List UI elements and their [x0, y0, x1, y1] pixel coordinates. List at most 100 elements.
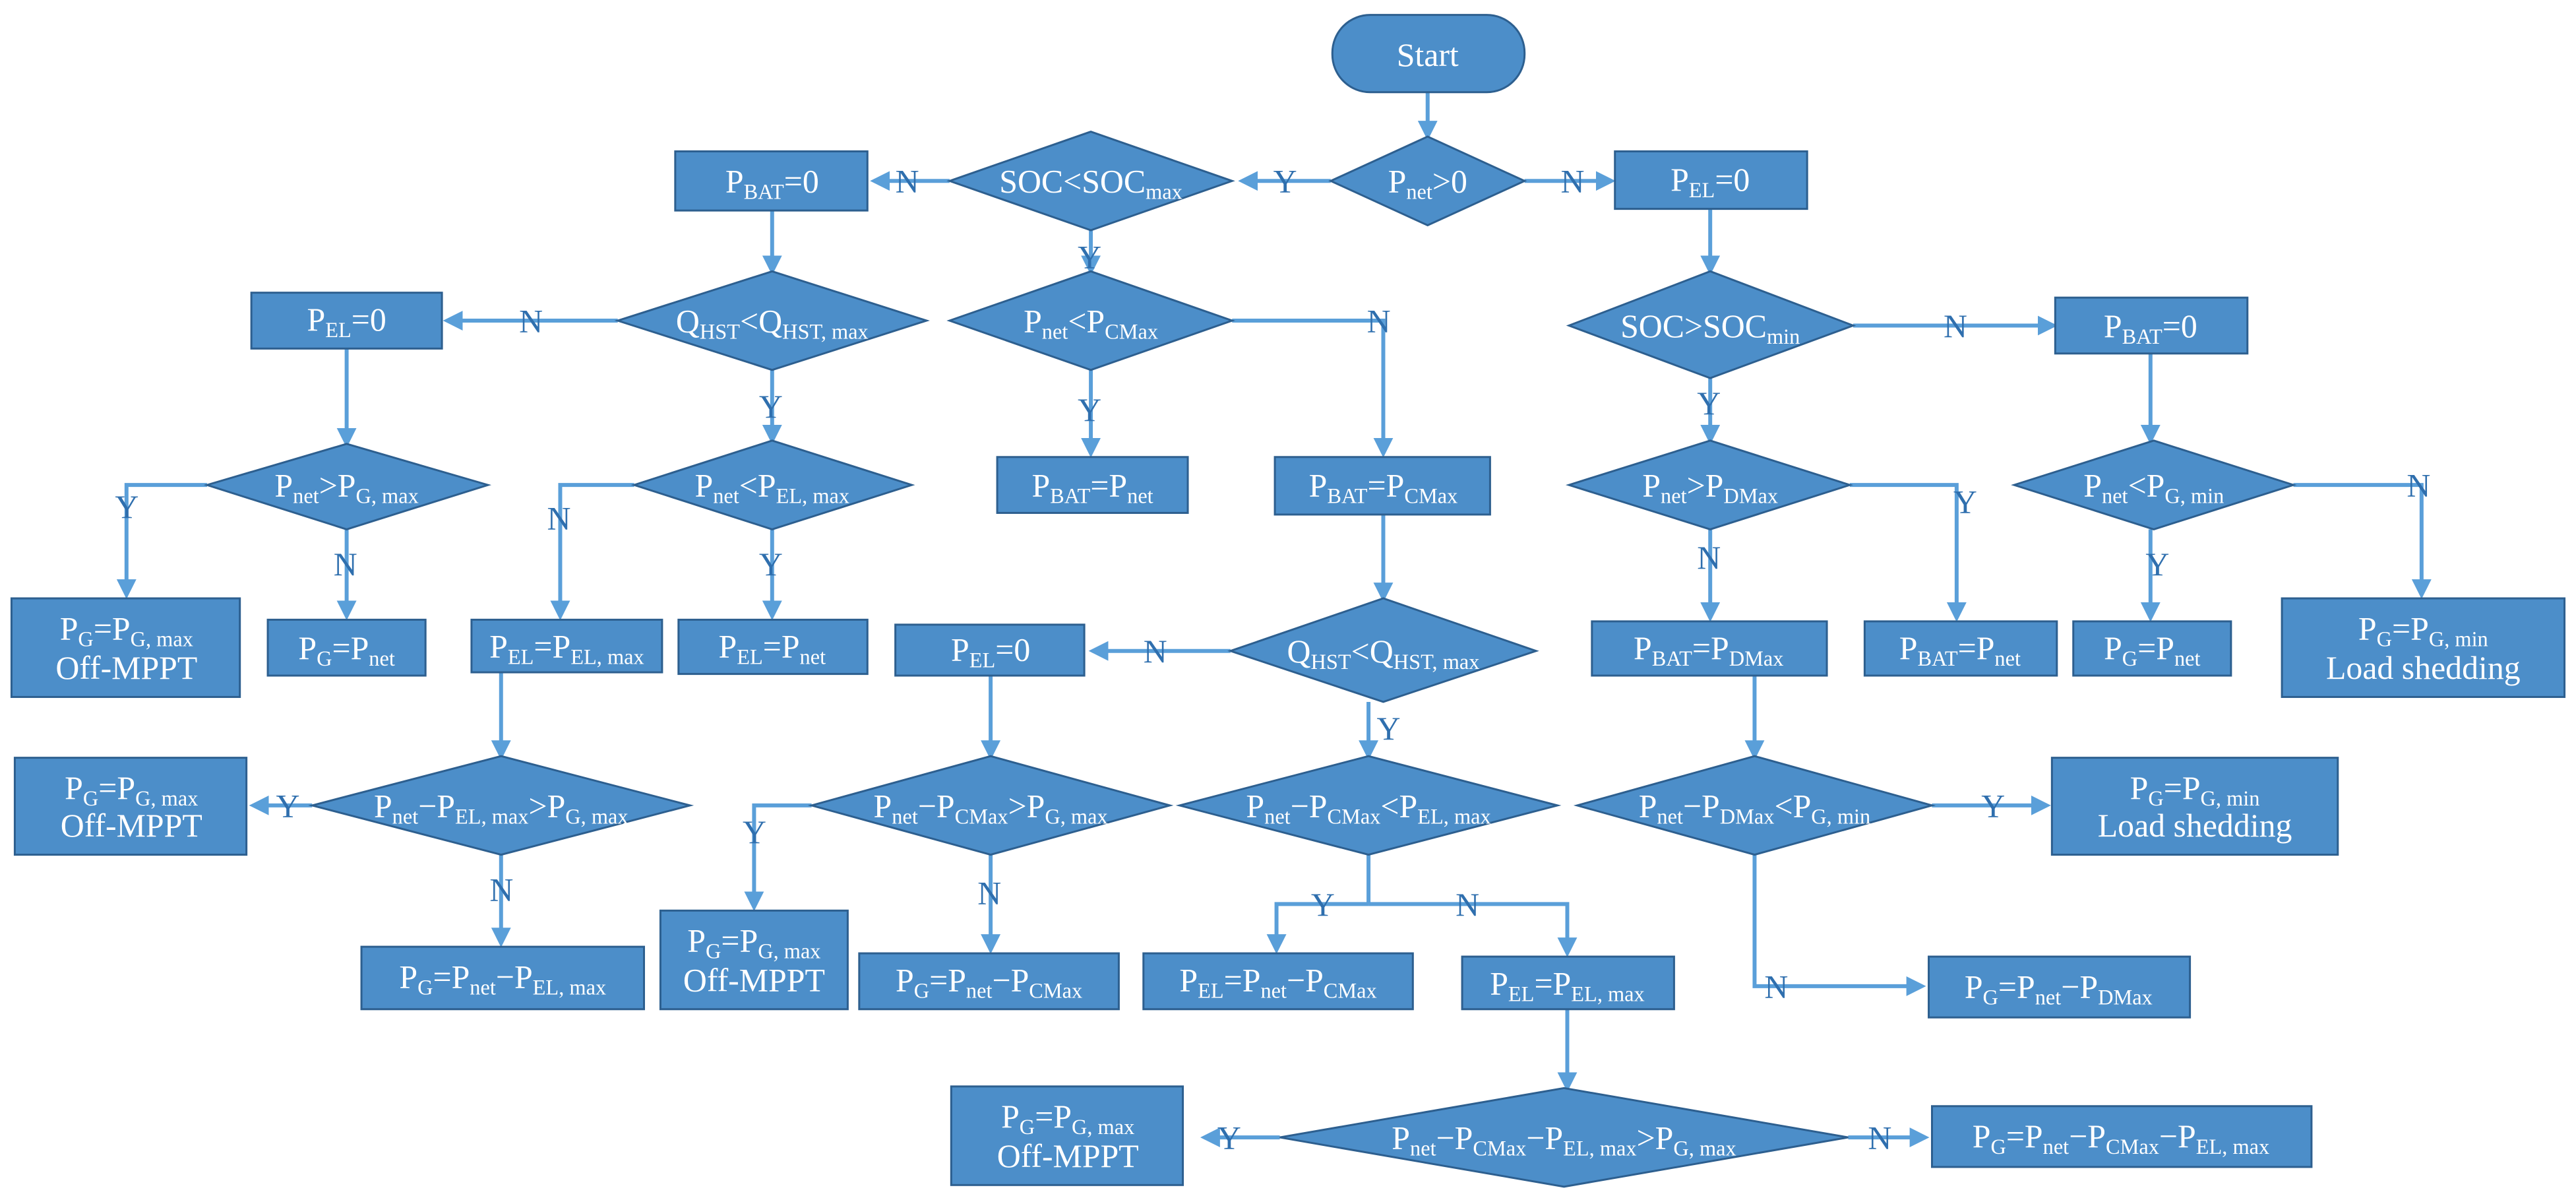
box-pel-eq-pnet-minus-pcmax: PEL=Pnet−PCMax — [1142, 952, 1414, 1011]
box-pg-pgmax-offmppt-row5: PG=PG, max Off-MPPT — [13, 757, 248, 856]
box-pbat-eq-pcmax: PBAT=PCMax — [1273, 456, 1491, 516]
box-pg-pgmax-offmppt-row4-label1: PG=PG, max — [60, 610, 193, 651]
decision-pnet-minus-pcmax-lt-pelmax: Pnet−PCMax<PEL, max — [1175, 755, 1562, 856]
box-pel-zero-middle: PEL=0 — [894, 623, 1086, 677]
box-pg-pgmax-offmppt-row7: PG=PG, max Off-MPPT — [950, 1085, 1184, 1186]
box-pg-pgmin-shed-row4-label1: PG=PG, min — [2358, 610, 2488, 651]
edge-label-qhst-a-yes: Y — [759, 389, 783, 425]
box-pel-zero-left: PEL=0 — [250, 292, 443, 350]
decision-final-label: Pnet−PCMax−PEL, max>PG, max — [1392, 1120, 1736, 1161]
edge-pnet-gt-pgmax-yes — [116, 483, 207, 600]
box-pbat-eq-pdmax: PBAT=PDMax — [1591, 620, 1828, 677]
edge-label-pnet-gt-pgmax-yes: Y — [115, 489, 138, 525]
box-pbat-eq-pnet-left-label: PBAT=Pnet — [1031, 468, 1153, 509]
edge-label-pnet-lt-pgmin-yes: Y — [2145, 546, 2169, 583]
decision-pnet-minus-pcmax-minus-pelmax-gt-pgmax: Pnet−PCMax−PEL, max>PG, max — [1279, 1087, 1849, 1188]
decision-soc-lt-socmax-label: SOC<SOCmax — [999, 164, 1182, 205]
edge-label-pnet-gt-0-yes: Y — [1273, 164, 1297, 200]
box-pg-eq-pnet-left: PG=Pnet — [266, 618, 427, 677]
edge-label-qhst-b-yes: Y — [1377, 711, 1401, 747]
edge-label-soc-lt-max-yes: Y — [1078, 239, 1101, 275]
decision-pnet-lt-pcmax: Pnet<PCMax — [946, 270, 1235, 371]
box-pg-pgmax-offmppt-row7-label1: PG=PG, max — [1001, 1098, 1134, 1139]
box-pg-pgmin-shed-row5-label1: PG=PG, min — [2130, 770, 2260, 811]
box-pg-pgmax-offmppt-row6-label1: PG=PG, max — [687, 923, 820, 964]
edge-dec-pcmax-gt-yes — [744, 803, 812, 912]
box-pg-eq-pnet-minus-pdmax-label: PG=Pnet−PDMax — [1965, 968, 2153, 1009]
decision-qhst-middle-label: QHST<QHST, max — [1287, 633, 1480, 674]
decision-qhst-lt-qhstmax-left: QHST<QHST, max — [614, 270, 930, 371]
box-pg-eq-pnet-minus-pdmax: PG=Pnet−PDMax — [1928, 955, 2192, 1019]
box-pel-zero-left-label: PEL=0 — [307, 301, 386, 342]
decision-pnet-minus-pcmax-lt-label: Pnet−PCMax<PEL, max — [1246, 788, 1490, 829]
box-pbat-eq-pnet-right-label: PBAT=Pnet — [1899, 630, 2021, 671]
edge-label-dec-pelmax-yes: Y — [276, 788, 300, 824]
edge-dec-pdmax-no — [1752, 854, 1926, 996]
box-pel-eq-pelmax-row4-label: PEL=PEL, max — [489, 629, 644, 670]
decision-pnet-gt-0: Pnet>0 — [1328, 135, 1527, 227]
edge-label-dec-pdmax-yes: Y — [1981, 788, 2005, 824]
box-pg-eq-pnet-right-label: PG=Pnet — [2104, 630, 2200, 671]
box-pg-eq-pnet-minus-pcmax-label: PG=Pnet−PCMax — [896, 962, 1082, 1003]
edge-label-pnet-lt-pelmax-no: N — [547, 500, 571, 536]
box-pbat-zero-right: PBAT=0 — [2054, 296, 2249, 355]
decision-pnet-minus-pcmax-gt-label: Pnet−PCMax>PG, max — [874, 788, 1108, 829]
edge-label-qhst-a-no: N — [519, 303, 543, 339]
start-terminal: Start — [1331, 14, 1526, 94]
edge-label-pnet-lt-pcmax-yes: Y — [1078, 392, 1101, 428]
decision-pnet-gt-pdmax-label: Pnet>PDMax — [1642, 468, 1778, 509]
box-pg-pgmax-offmppt-row4: PG=PG, max Off-MPPT — [10, 597, 241, 698]
box-pg-pgmax-offmppt-row6: PG=PG, max Off-MPPT — [659, 909, 849, 1011]
box-pg-eq-pnet-right: PG=Pnet — [2072, 620, 2232, 677]
box-pg-pgmax-offmppt-row7-label2: Off-MPPT — [997, 1138, 1139, 1174]
edge-label-dec-final-no: N — [1868, 1120, 1891, 1156]
box-pg-eq-pnet-left-label: PG=Pnet — [298, 630, 394, 671]
box-pel-eq-pelmax-row6: PEL=PEL, max — [1461, 955, 1675, 1011]
edge-label-pnet-gt-pdmax-no: N — [1697, 540, 1721, 576]
box-pel-eq-pelmax-row4: PEL=PEL, max — [470, 618, 663, 674]
decision-pnet-lt-pelmax-label: Pnet<PEL, max — [695, 468, 850, 509]
box-pel-eq-pelmax-row6-label: PEL=PEL, max — [1490, 965, 1645, 1006]
box-pg-pgmax-offmppt-row5-label2: Off-MPPT — [61, 807, 202, 844]
box-pg-pgmin-shed-row5-label2: Load shedding — [2098, 807, 2292, 844]
decision-pnet-minus-pcmax-gt-pgmax: Pnet−PCMax>PG, max — [807, 755, 1174, 856]
box-pbat-zero-right-label: PBAT=0 — [2104, 308, 2197, 349]
decision-qhst-left-label: QHST<QHST, max — [676, 303, 869, 344]
edge-label-pnet-lt-pgmin-no: N — [2407, 468, 2430, 504]
edge-label-soc-gt-min-no: N — [1944, 308, 1967, 344]
decision-pnet-gt-0-label: Pnet>0 — [1388, 164, 1467, 205]
box-pbat-zero-left-label: PBAT=0 — [725, 164, 819, 205]
edge-label-pnet-lt-pelmax-yes: Y — [759, 546, 783, 583]
box-pg-pgmax-offmppt-row6-label2: Off-MPPT — [683, 962, 825, 998]
decision-pnet-lt-pgmin: Pnet<PG, min — [2011, 439, 2297, 530]
decision-soc-gt-socmin: SOC>SOCmin — [1566, 270, 1856, 379]
decision-pnet-lt-pelmax: Pnet<PEL, max — [630, 439, 915, 530]
decision-pnet-lt-pgmin-label: Pnet<PG, min — [2083, 468, 2224, 509]
edge-pnet-lt-pcmax-no — [1232, 319, 1394, 458]
edge-label-soc-lt-max-no: N — [896, 164, 919, 200]
edge-pnet-lt-pelmax-no — [550, 483, 634, 621]
box-pg-pgmin-load-shedding-row5: PG=PG, min Load shedding — [2050, 757, 2339, 856]
edge-dec-pcmax-lt-no — [1368, 902, 1578, 958]
edge-label-pnet-gt-0-no: N — [1561, 164, 1585, 200]
box-pel-zero-right-label: PEL=0 — [1671, 162, 1750, 203]
box-pg-eq-pnet-minus-pcmax-minus-pelmax: PG=Pnet−PCMax−PEL, max — [1931, 1105, 2313, 1168]
decision-pnet-gt-pgmax: Pnet>PG, max — [203, 443, 492, 530]
edge-label-pnet-gt-pgmax-no: N — [334, 546, 357, 583]
edge-dec-pcmax-lt-yes — [1266, 902, 1369, 955]
box-pbat-zero-left: PBAT=0 — [674, 150, 869, 212]
edge-label-pnet-gt-pdmax-yes: Y — [1953, 484, 1977, 520]
box-pel-eq-pnet-label: PEL=Pnet — [718, 629, 826, 670]
decision-soc-lt-socmax: SOC<SOCmax — [946, 130, 1235, 232]
decision-soc-gt-socmin-label: SOC>SOCmin — [1620, 308, 1800, 349]
decision-pnet-minus-pelmax-label: Pnet−PEL, max>PG, max — [374, 788, 629, 829]
box-pbat-eq-pdmax-label: PBAT=PDMax — [1634, 630, 1783, 671]
edge-label-dec-pcmax-lt-yes: Y — [1311, 887, 1335, 923]
box-pg-eq-pnet-minus-pelmax-label: PG=Pnet−PEL, max — [399, 959, 606, 999]
box-pg-eq-pnet-minus-pcmax: PG=Pnet−PCMax — [858, 952, 1120, 1011]
box-pbat-eq-pnet-right: PBAT=Pnet — [1863, 620, 2058, 677]
decision-pnet-minus-pdmax-lt-pgmin: Pnet−PDMax<PG, min — [1573, 755, 1936, 856]
edge-label-dec-pelmax-no: N — [489, 871, 513, 908]
decision-pnet-gt-pdmax: Pnet>PDMax — [1565, 439, 1853, 530]
flowchart-edges: Y N N Y N Y Y N N Y — [115, 92, 2432, 1156]
